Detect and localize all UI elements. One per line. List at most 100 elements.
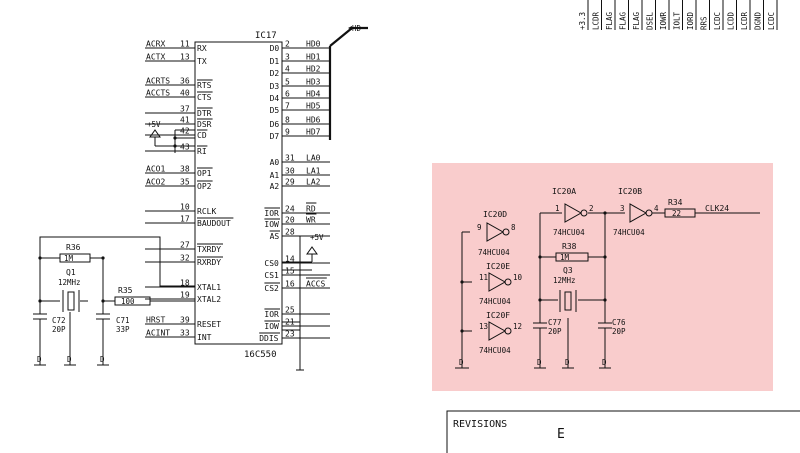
c71-value: 33P bbox=[116, 325, 130, 334]
r38-resistor bbox=[555, 252, 589, 262]
c76-value: 20P bbox=[612, 327, 626, 336]
inverter-icon bbox=[486, 222, 505, 242]
ic17-right-pin-num: 9 bbox=[285, 128, 290, 137]
inverter-bubble-icon bbox=[504, 327, 512, 335]
inverter-icon bbox=[488, 321, 507, 341]
junction-dot bbox=[603, 298, 607, 302]
ic17-right-pin-num: 3 bbox=[285, 53, 290, 62]
ic17-left-pin-num: 19 bbox=[180, 291, 190, 300]
c76-capacitor bbox=[598, 322, 612, 340]
ic17-left-pin-num: 11 bbox=[180, 40, 190, 49]
ic17-right-pin-num: 15 bbox=[285, 267, 295, 276]
top-net-label: DGND bbox=[754, 11, 763, 30]
ic17-right-pin-name: D5 bbox=[270, 106, 280, 115]
r36-value: 1M bbox=[64, 254, 74, 263]
inverter-ref: IC20F bbox=[486, 311, 510, 320]
gnd-right-label-3: D bbox=[565, 358, 570, 367]
ic17-left-pin-num: 32 bbox=[180, 254, 190, 263]
ic17-right-pin-name: AS bbox=[270, 232, 280, 241]
top-net-label: FLAG bbox=[619, 11, 628, 30]
ic17-right-pin-name: D6 bbox=[270, 120, 280, 129]
cs-pullup-wire bbox=[282, 235, 313, 370]
ic17-right-pin-name: CS2 bbox=[264, 284, 279, 293]
junction-dot bbox=[101, 299, 105, 303]
r35-value: 100 bbox=[121, 297, 135, 306]
top-net-label: IORD bbox=[686, 11, 695, 30]
ic17-right-net: HD5 bbox=[306, 102, 321, 111]
gnd-right-label-4: D bbox=[602, 358, 607, 367]
ic17-right-pin-name: CS1 bbox=[264, 271, 279, 280]
ic17-left-pin-name: XTAL2 bbox=[197, 295, 221, 304]
ic17-left-pin-name: XTAL1 bbox=[197, 283, 221, 292]
inverter-out-pin: 4 bbox=[654, 204, 659, 213]
gnd-left-label-1: D bbox=[37, 355, 42, 364]
ic17-left-pin-name: RX bbox=[197, 44, 207, 53]
inverter-bubble-icon bbox=[504, 278, 512, 286]
ic17-right-pin-name: A2 bbox=[270, 182, 280, 191]
ic17-left-net: HRST bbox=[146, 316, 165, 325]
q1-plates bbox=[62, 290, 80, 312]
inverter-in-pin: 3 bbox=[620, 204, 625, 213]
ic17-part: 16C550 bbox=[244, 350, 277, 360]
ic17-left-pin-num: 36 bbox=[180, 77, 190, 86]
ic17-right-net: HD1 bbox=[306, 53, 321, 62]
r34-value: 22 bbox=[672, 209, 681, 218]
top-net-label: LCDR bbox=[740, 11, 749, 30]
top-net-label: IOWR bbox=[659, 11, 668, 30]
junction-dot bbox=[603, 211, 607, 215]
ic17-right-net: HD6 bbox=[306, 116, 321, 125]
vcc-right-icon bbox=[306, 246, 318, 255]
ic17-left-pin-num: 17 bbox=[180, 215, 190, 224]
ic17-left-pin-num: 10 bbox=[180, 203, 190, 212]
ic17-left-pin-name: RI bbox=[197, 147, 207, 156]
q3-ref: Q3 bbox=[563, 266, 573, 275]
ic17-left-net: ACCTS bbox=[146, 89, 170, 98]
q1-value: 12MHz bbox=[58, 278, 81, 287]
junction-dot bbox=[38, 256, 42, 260]
r34-ref: R34 bbox=[668, 198, 683, 207]
q3-value: 12MHz bbox=[553, 276, 576, 285]
ic17-body bbox=[194, 41, 283, 345]
ic17-left-pin-num: 42 bbox=[180, 127, 190, 136]
ic17-right-pin-num: 4 bbox=[285, 65, 290, 74]
ic17-left-pin-num: 40 bbox=[180, 89, 190, 98]
junction-dot bbox=[38, 299, 42, 303]
inverter-part: 74HCU04 bbox=[478, 248, 510, 257]
q1-crystal bbox=[67, 291, 75, 311]
ic17-left-pin-num: 39 bbox=[180, 316, 190, 325]
inverter-in-pin: 11 bbox=[479, 273, 488, 282]
ic17-right-net: HD4 bbox=[306, 90, 321, 99]
junction-dot bbox=[538, 298, 542, 302]
ic17-right-net: LA1 bbox=[306, 167, 321, 176]
ic17-left-pin-name: DSR bbox=[197, 120, 212, 129]
c72-ref: C72 bbox=[52, 316, 66, 325]
ic17-right-net: WR bbox=[306, 216, 316, 225]
ic17-right-pin-name: IOR bbox=[264, 209, 279, 218]
ic17-right-net: HD3 bbox=[306, 78, 321, 87]
ic17-right-pin-num: 28 bbox=[285, 228, 295, 237]
inverter-in-pin: 9 bbox=[477, 223, 482, 232]
top-net-label: LCDC bbox=[767, 12, 776, 30]
q3-plates bbox=[559, 290, 577, 312]
r36-ref: R36 bbox=[66, 243, 81, 252]
ic17-left-pin-num: 18 bbox=[180, 279, 190, 288]
unused-inv-wires bbox=[455, 231, 472, 369]
r35-resistor bbox=[114, 296, 151, 306]
inverter-part: 74HCU04 bbox=[613, 228, 645, 237]
ic17-left-pin-name: OP2 bbox=[197, 182, 212, 191]
top-net-label: LCDD bbox=[727, 11, 736, 30]
c77-ref: C77 bbox=[548, 318, 562, 327]
ic17-right-pin-name: A0 bbox=[270, 158, 280, 167]
ic17-left-pin-name: TX bbox=[197, 57, 207, 66]
ic17-left-pin-name: BAUDOUT bbox=[197, 219, 231, 228]
ic17-right-pin-name: IOW bbox=[264, 220, 279, 229]
revisions-title: REVISIONS bbox=[453, 419, 507, 430]
inverter-out-pin: 10 bbox=[513, 273, 523, 282]
data-bus-label: HD bbox=[352, 24, 362, 33]
ic17-left-pin-num: 13 bbox=[180, 53, 190, 62]
bus-arrow-icon bbox=[348, 26, 352, 30]
ic17-right-pin-num: 30 bbox=[285, 167, 295, 176]
